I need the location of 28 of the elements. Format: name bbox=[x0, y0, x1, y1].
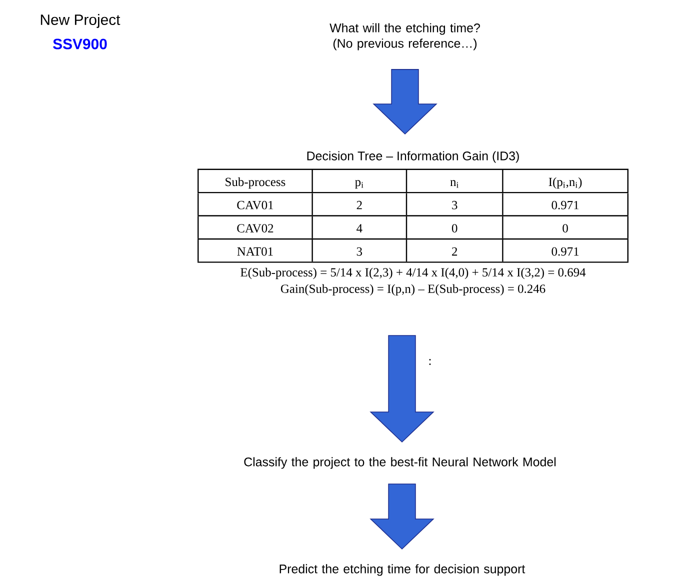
step-text: Predict the etching time for decision support bbox=[280, 564, 526, 576]
table-cell: 0.971 bbox=[552, 247, 579, 256]
formula-text: Gain(Sub-process) = I(p,n) – E(Sub-process) = 0.246 bbox=[280, 284, 546, 296]
table-cell: 3 bbox=[356, 247, 362, 256]
step-text: Classify the project to the best-fit Neural Network Model bbox=[244, 457, 556, 469]
step-text: What will the etching time? (No previous reference…) bbox=[330, 23, 480, 50]
table-cell: CAV02 bbox=[237, 224, 274, 233]
table-cell: 4 bbox=[356, 224, 362, 232]
block-arrow bbox=[372, 69, 438, 135]
table-cell: n$_{i}$ bbox=[450, 180, 458, 188]
formula-text: E(Sub-process) = 5/14 x I(2,3) + 4/14 x I(4,0) + 5/14 x I(3,2) = 0.694 bbox=[240, 268, 586, 280]
label: New Project bbox=[40, 14, 120, 28]
table-cell: I(p$_{i}$,n$_{i}$) bbox=[548, 177, 582, 189]
heading: Decision Tree – Information Gain (ID3) bbox=[307, 151, 519, 163]
table-cell: 2 bbox=[452, 247, 458, 256]
table-cell: 0 bbox=[452, 224, 458, 232]
project-code: SSV900 bbox=[53, 38, 107, 50]
table-cell: 0 bbox=[562, 224, 568, 232]
table-cell: 2 bbox=[356, 200, 362, 210]
table-cell: CAV01 bbox=[237, 200, 274, 210]
table-cell: 3 bbox=[452, 200, 458, 210]
table-cell: p$_{i}$ bbox=[355, 180, 364, 189]
ellipsis-mark: : bbox=[429, 358, 431, 365]
table-cell: NAT01 bbox=[237, 247, 273, 256]
block-arrow bbox=[370, 484, 434, 550]
table-cell: Sub-process bbox=[226, 177, 286, 189]
table-cell: 0.971 bbox=[552, 200, 579, 210]
block-arrow bbox=[370, 335, 434, 443]
